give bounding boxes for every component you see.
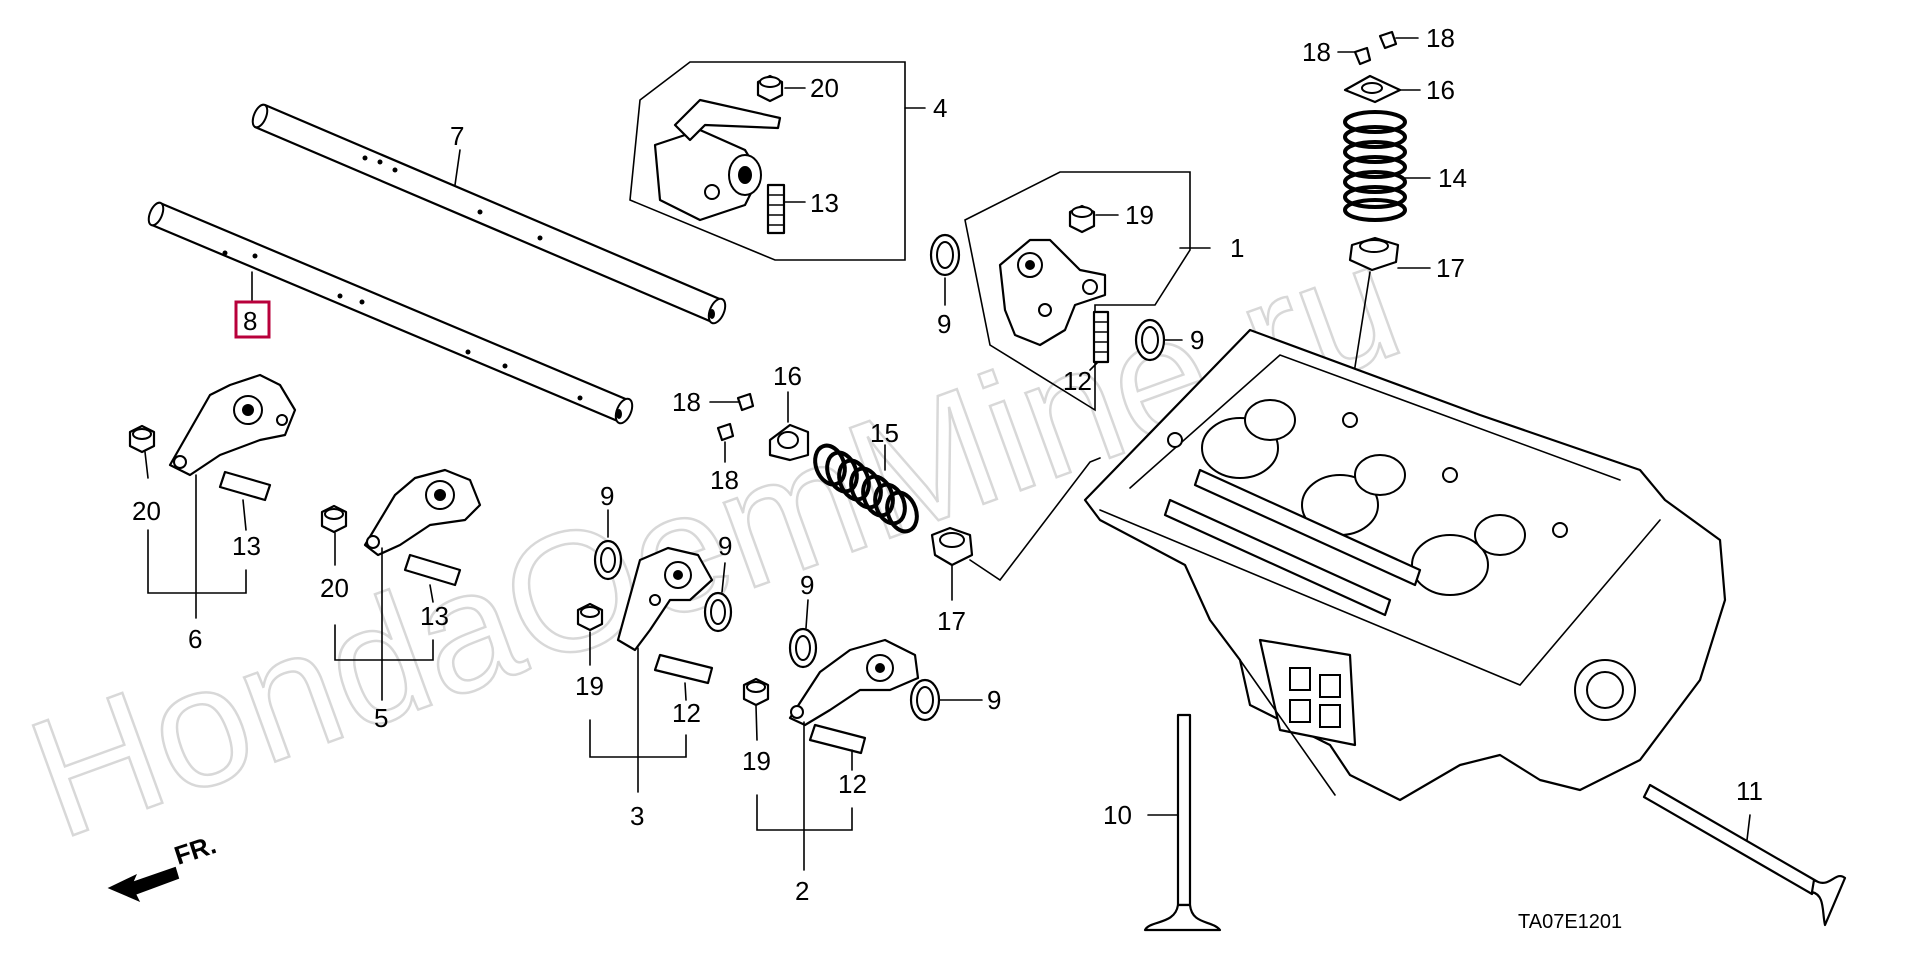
- keeper-18-mid-b[interactable]: [716, 422, 735, 442]
- callout-18-b[interactable]: 18: [1302, 37, 1331, 67]
- callout-2[interactable]: 2: [795, 876, 809, 906]
- leader-13-mid: [429, 584, 434, 603]
- front-arrow-icon: [107, 866, 180, 902]
- callout-5[interactable]: 5: [374, 703, 388, 733]
- callout-13-a[interactable]: 13: [810, 188, 839, 218]
- callout-18-a[interactable]: 18: [1426, 23, 1455, 53]
- o-ring-9-b[interactable]: [1134, 318, 1166, 362]
- callout-17-a[interactable]: 17: [1436, 253, 1465, 283]
- group-outline-1: [964, 171, 1191, 412]
- callout-8[interactable]: 8: [243, 306, 257, 336]
- callout-20-a[interactable]: 20: [810, 73, 839, 103]
- o-ring-9-e[interactable]: [788, 627, 818, 669]
- adjust-screw-13-left[interactable]: [218, 470, 272, 502]
- callout-18-c[interactable]: 18: [672, 387, 701, 417]
- retainer-16-right[interactable]: [1343, 74, 1402, 104]
- rocker-arm-3[interactable]: [616, 546, 714, 652]
- o-ring-9-d[interactable]: [703, 591, 733, 633]
- keeper-18-right-a[interactable]: [1353, 46, 1372, 66]
- valve-spring-15[interactable]: [810, 441, 922, 535]
- rocker-arm-assembly-1[interactable]: [998, 238, 1107, 347]
- callout-9-d[interactable]: 9: [718, 531, 732, 561]
- keeper-18-mid-a[interactable]: [736, 392, 755, 412]
- adjust-screw-12-top[interactable]: [1092, 310, 1110, 364]
- callout-9-f[interactable]: 9: [987, 685, 1001, 715]
- callout-19-a[interactable]: 19: [1125, 200, 1154, 230]
- callout-10[interactable]: 10: [1103, 800, 1132, 830]
- callout-1[interactable]: 1: [1230, 233, 1244, 263]
- nut-20-top[interactable]: [756, 74, 784, 103]
- leader-9-d: [721, 562, 726, 593]
- adjust-screw-12-bottom[interactable]: [808, 723, 867, 755]
- callout-9-e[interactable]: 9: [800, 570, 814, 600]
- callout-3[interactable]: 3: [630, 801, 644, 831]
- keeper-18-right-b[interactable]: [1378, 30, 1398, 50]
- callout-4[interactable]: 4: [933, 93, 947, 123]
- diagram-code: TA07E1201: [1518, 911, 1622, 933]
- callout-17-b[interactable]: 17: [937, 606, 966, 636]
- callout-20-b[interactable]: 20: [132, 496, 161, 526]
- bracket-5: [334, 624, 434, 661]
- nut-20-left[interactable]: [128, 424, 156, 454]
- rocker-shaft-7[interactable]: [250, 103, 729, 326]
- callout-9-b[interactable]: 9: [1190, 325, 1204, 355]
- leader-12-left: [684, 682, 687, 701]
- retainer-16-mid[interactable]: [768, 423, 810, 462]
- rocker-arm-5[interactable]: [363, 468, 482, 557]
- callout-19-c[interactable]: 19: [742, 746, 771, 776]
- callout-16-a[interactable]: 16: [1426, 75, 1455, 105]
- nut-19-bottom[interactable]: [742, 677, 770, 707]
- cylinder-head[interactable]: [1083, 328, 1727, 802]
- rocker-shaft-8[interactable]: [146, 201, 636, 426]
- adjust-screw-13-top[interactable]: [766, 183, 786, 235]
- valve-spring-14[interactable]: [1343, 110, 1407, 222]
- callout-15[interactable]: 15: [870, 418, 899, 448]
- callout-12-a[interactable]: 12: [1063, 366, 1092, 396]
- o-ring-9-f[interactable]: [909, 678, 941, 722]
- leader-17-mid-to-head: [969, 457, 1101, 582]
- o-ring-9-a[interactable]: [929, 233, 961, 277]
- nut-19-top[interactable]: [1068, 204, 1096, 234]
- adjust-screw-13-mid[interactable]: [403, 553, 462, 587]
- leader-19-bottom: [755, 705, 758, 741]
- leader-11: [1746, 814, 1751, 841]
- callout-16-b[interactable]: 16: [773, 361, 802, 391]
- leader-20-left: [144, 451, 149, 479]
- callout-13-b[interactable]: 13: [232, 531, 261, 561]
- valve-seal-17-right[interactable]: [1348, 236, 1400, 272]
- o-ring-9-c[interactable]: [593, 539, 623, 581]
- callout-9-a[interactable]: 9: [937, 309, 951, 339]
- nut-19-left[interactable]: [576, 602, 604, 632]
- rocker-arm-6[interactable]: [168, 373, 297, 477]
- callout-12-c[interactable]: 12: [838, 769, 867, 799]
- callout-7[interactable]: 7: [450, 121, 464, 151]
- valve-10[interactable]: [1143, 713, 1222, 932]
- leader-13-left: [242, 499, 247, 531]
- bracket-6: [147, 529, 247, 594]
- callout-12-b[interactable]: 12: [672, 698, 701, 728]
- group-outline-4: [629, 61, 906, 261]
- callout-20-c[interactable]: 20: [320, 573, 349, 603]
- callout-9-c[interactable]: 9: [600, 481, 614, 511]
- valve-seal-17-mid[interactable]: [930, 526, 974, 567]
- leader-12-top: [1089, 361, 1099, 371]
- leader-9-e: [805, 599, 809, 629]
- callout-18-d[interactable]: 18: [710, 465, 739, 495]
- callout-11[interactable]: 11: [1736, 776, 1763, 806]
- callout-6[interactable]: 6: [188, 624, 202, 654]
- valve-11[interactable]: [1642, 783, 1847, 927]
- callout-19-b[interactable]: 19: [575, 671, 604, 701]
- nut-20-mid[interactable]: [320, 504, 348, 534]
- callout-14[interactable]: 14: [1438, 163, 1467, 193]
- head-edge-line: [1239, 659, 1336, 796]
- rocker-arm-assembly-4[interactable]: [653, 98, 782, 222]
- adjust-screw-12-left[interactable]: [653, 653, 714, 685]
- rocker-arm-2[interactable]: [788, 638, 920, 727]
- leader-7: [454, 149, 461, 186]
- callout-13-c[interactable]: 13: [420, 601, 449, 631]
- highlight-box-8: [234, 300, 271, 339]
